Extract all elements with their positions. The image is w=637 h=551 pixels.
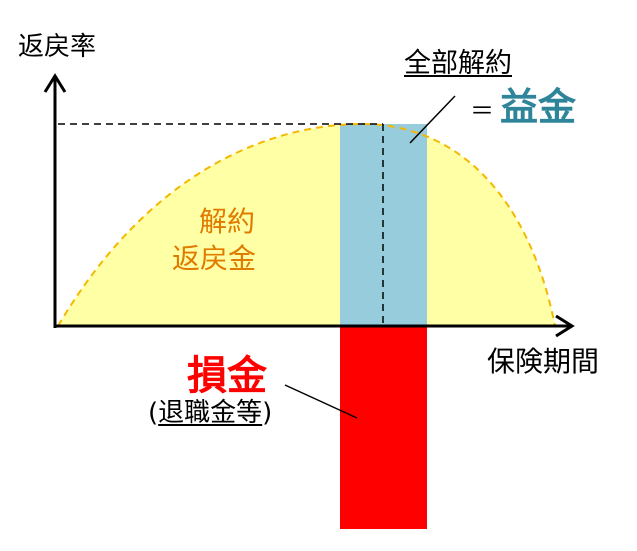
x-axis-arrowhead (555, 314, 575, 338)
equals-sign: ＝ (470, 97, 494, 125)
refund-curve-area (58, 123, 555, 326)
x-axis-label: 保険期間 (487, 345, 600, 378)
full-cancel-label: 全部解約 (404, 48, 512, 79)
y-axis-label: 返戻率 (18, 32, 97, 62)
loss-leader-line (284, 384, 358, 419)
loss-label: 損金 (187, 353, 267, 399)
profit-label: 益金 (500, 85, 577, 129)
loss-bar (340, 326, 427, 529)
loss-note: (退職金等) (148, 400, 272, 426)
y-axis-arrowhead (43, 73, 67, 93)
refund-label-line2: 返戻金 (172, 242, 257, 275)
loss-note-text: 退職金等 (158, 398, 263, 428)
loss-note-open-paren: ( (148, 398, 159, 428)
refund-label-line1: 解約 (199, 205, 256, 238)
loss-note-close-paren: ) (262, 398, 273, 428)
refund-curve-line (57, 122, 556, 327)
profit-leader-line (409, 95, 456, 144)
